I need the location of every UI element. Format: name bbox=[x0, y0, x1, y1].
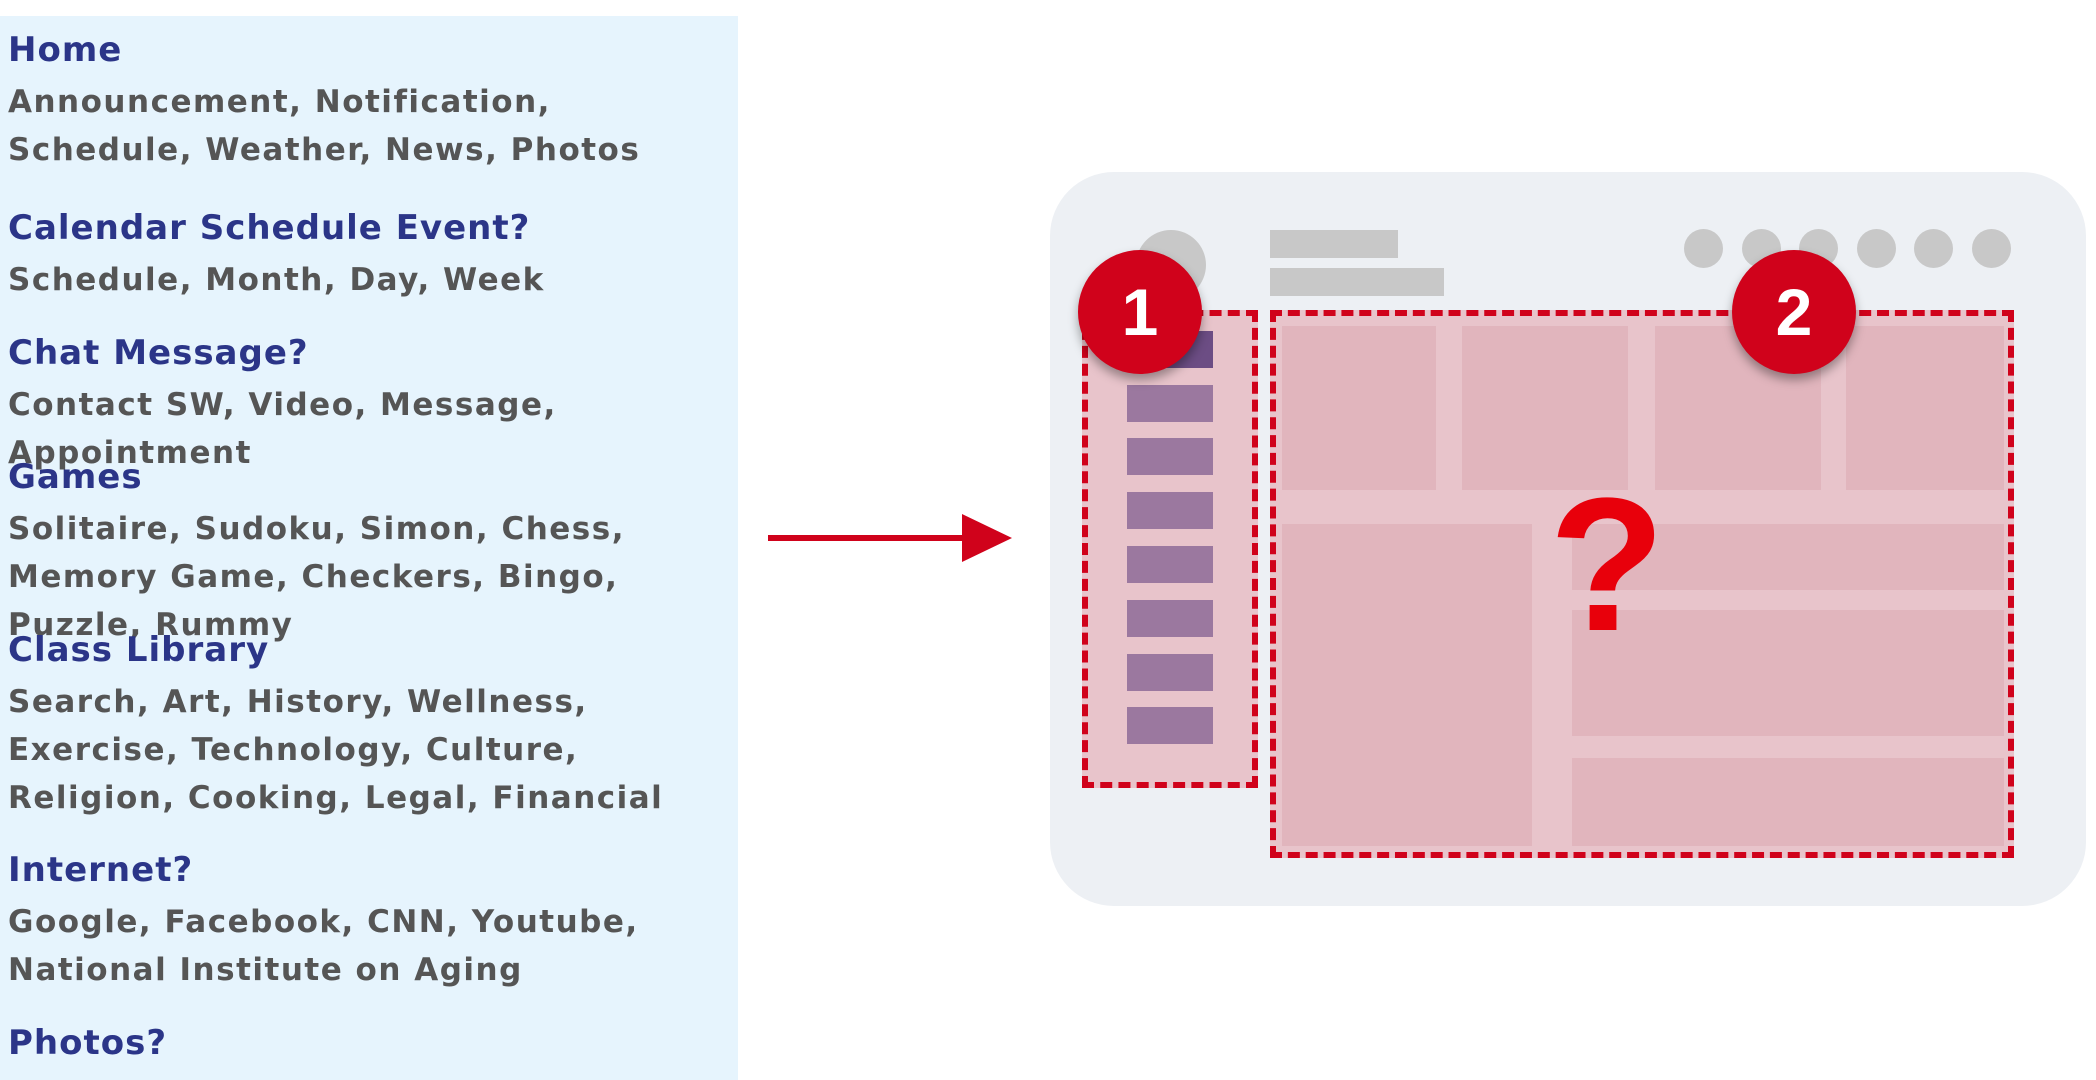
nav-block-placeholder bbox=[1127, 600, 1213, 637]
menu-section-calendar: Calendar Schedule Event? Schedule, Month… bbox=[8, 204, 738, 304]
header-dot bbox=[1684, 229, 1723, 268]
content-tile bbox=[1846, 326, 2004, 490]
nav-block-placeholder bbox=[1127, 546, 1213, 583]
content-tile bbox=[1282, 524, 1532, 846]
menu-section-internet: Internet? Google, Facebook, CNN, Youtube… bbox=[8, 846, 738, 994]
content-tile bbox=[1462, 326, 1628, 490]
nav-block-placeholder bbox=[1127, 385, 1213, 422]
section-title: Calendar Schedule Event? bbox=[8, 208, 531, 248]
content-tile bbox=[1572, 610, 2004, 736]
menu-structure-panel: Home Announcement, Notification, Schedul… bbox=[0, 16, 738, 1080]
section-items: Search, Art, History, Wellness, Exercise… bbox=[8, 684, 664, 816]
section-items: Announcement, Notification, Schedule, We… bbox=[8, 84, 641, 168]
section-title: Chat Message? bbox=[8, 333, 309, 373]
nav-block-placeholder bbox=[1127, 654, 1213, 691]
content-tile bbox=[1572, 758, 2004, 846]
nav-block-placeholder bbox=[1127, 438, 1213, 475]
nav-block-placeholder bbox=[1127, 707, 1213, 744]
badge-2: 2 bbox=[1732, 250, 1856, 374]
section-title: Class Library bbox=[8, 630, 270, 670]
section-title: Photos? bbox=[8, 1023, 168, 1063]
section-items: Contact SW, Video, Message, Appointment bbox=[8, 387, 557, 471]
header-dot bbox=[1972, 229, 2011, 268]
question-mark: ? bbox=[1548, 459, 1666, 671]
section-items: Google, Facebook, CNN, Youtube, National… bbox=[8, 904, 639, 988]
content-tile bbox=[1282, 326, 1436, 490]
menu-section-games: Games Solitaire, Sudoku, Simon, Chess, M… bbox=[8, 453, 738, 649]
content-tile bbox=[1572, 524, 2004, 590]
title-placeholder bbox=[1270, 230, 1398, 258]
header-dot bbox=[1914, 229, 1953, 268]
badge-1: 1 bbox=[1078, 250, 1202, 374]
menu-section-photos: Photos? bbox=[8, 1019, 738, 1067]
nav-block-placeholder bbox=[1127, 492, 1213, 529]
menu-section-home: Home Announcement, Notification, Schedul… bbox=[8, 26, 738, 174]
header-dot bbox=[1857, 229, 1896, 268]
section-title: Games bbox=[8, 457, 143, 497]
section-title: Home bbox=[8, 30, 123, 70]
menu-section-class-library: Class Library Search, Art, History, Well… bbox=[8, 626, 738, 822]
subtitle-placeholder bbox=[1270, 268, 1444, 296]
section-items: Solitaire, Sudoku, Simon, Chess, Memory … bbox=[8, 511, 625, 643]
section-items: Schedule, Month, Day, Week bbox=[8, 262, 545, 298]
menu-section-chat: Chat Message? Contact SW, Video, Message… bbox=[8, 329, 738, 477]
section-title: Internet? bbox=[8, 850, 194, 890]
